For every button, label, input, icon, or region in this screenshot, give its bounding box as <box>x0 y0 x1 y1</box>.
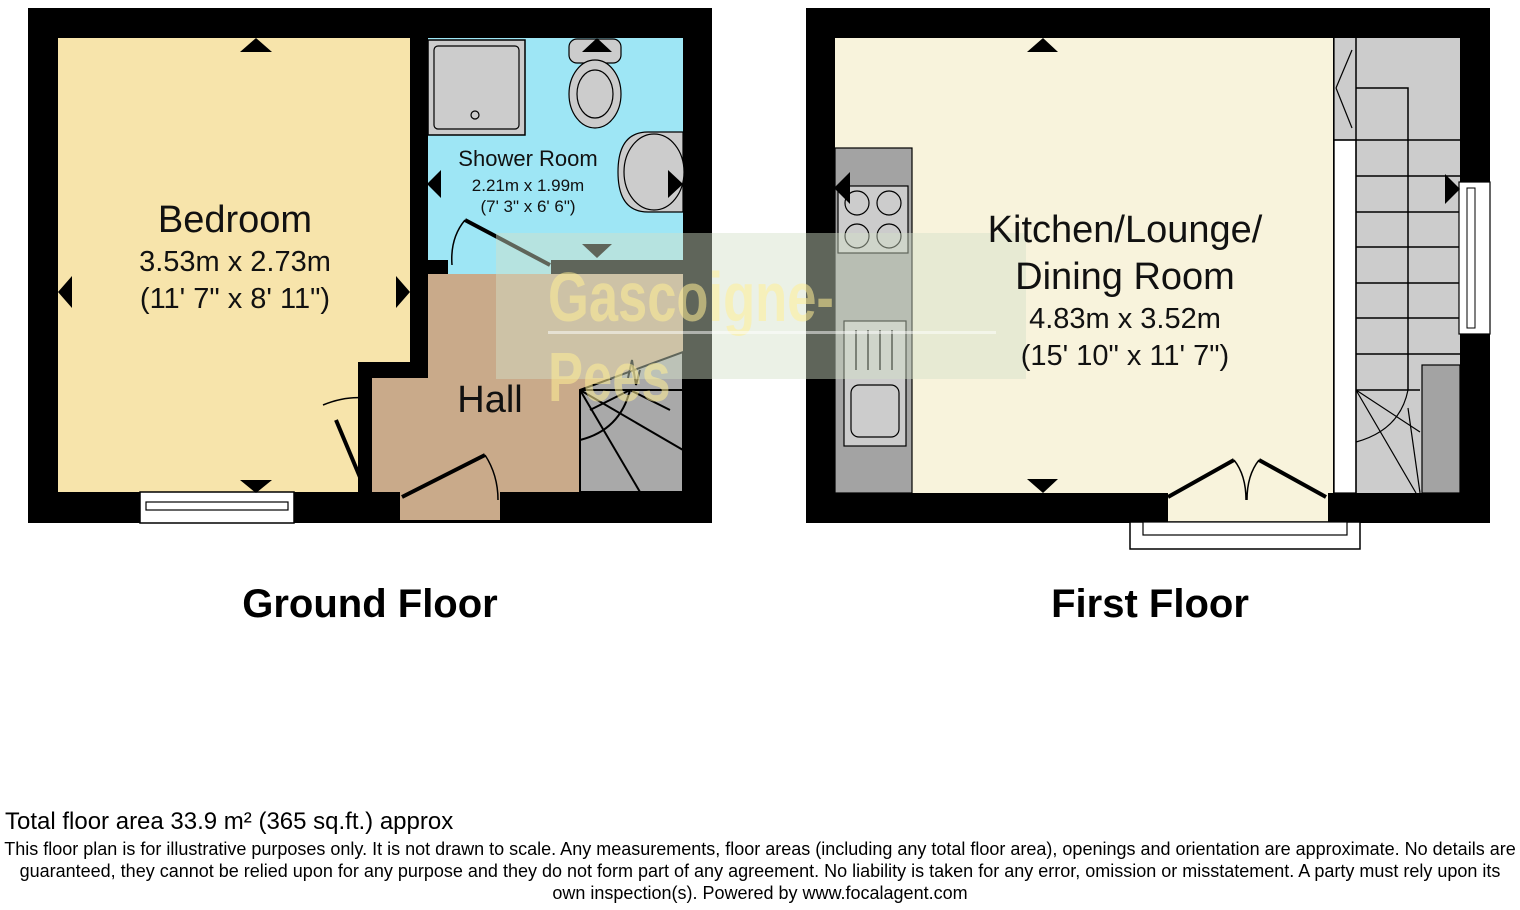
ground-floor-plan <box>28 8 712 524</box>
kitchen-lounge-label-line2: Dining Room <box>1015 256 1235 298</box>
french-doors <box>1129 458 1361 550</box>
floor-plan-drawing <box>28 8 1491 550</box>
hall-entrance-door <box>401 453 499 501</box>
basin <box>617 131 685 213</box>
kitchen-lounge-dim-metric: 4.83m x 3.52m <box>1029 303 1221 335</box>
hall-stairs <box>579 350 684 493</box>
kitchen-lounge-label-line1: Kitchen/Lounge/ <box>987 209 1263 251</box>
bedroom-window <box>139 491 295 524</box>
first-floor-side-window <box>1458 181 1491 335</box>
shower-room-dim-metric: 2.21m x 1.99m <box>471 176 585 195</box>
first-floor-plan <box>806 8 1491 550</box>
dimension-arrow-icons <box>58 38 683 493</box>
shower-room-dim-imperial: (7' 3" x 6' 6") <box>480 197 576 216</box>
kitchen-worktop <box>834 147 913 494</box>
bedroom-floor <box>58 38 410 492</box>
disclaimer-text: This floor plan is for illustrative purp… <box>4 839 1516 903</box>
dimension-arrow-icons <box>834 38 1460 493</box>
kitchen-lounge-dim-imperial: (15' 10" x 11' 7") <box>1020 340 1230 372</box>
first-floor-stairs <box>1333 38 1461 494</box>
kitchen-lounge-floor <box>835 38 1333 493</box>
bedroom-dim-metric: 3.53m x 2.73m <box>139 246 331 278</box>
agent-watermark: Gascoigne-Pees <box>496 233 1026 416</box>
bedroom-door <box>322 396 366 483</box>
watermark-underline <box>548 331 996 334</box>
shower-room-door <box>451 218 551 267</box>
shower-room-label: Shower Room <box>458 146 598 171</box>
toilet <box>568 38 622 129</box>
hall-label: Hall <box>457 379 523 421</box>
total-floor-area: Total floor area 33.9 m² (365 sq.ft.) ap… <box>5 808 454 835</box>
shower-tray <box>427 39 526 136</box>
watermark-text: Gascoigne-Pees <box>548 258 834 416</box>
ground-floor-title: Ground Floor <box>242 582 498 626</box>
bedroom-label: Bedroom <box>157 199 313 241</box>
bedroom-dim-imperial: (11' 7" x 8' 11") <box>139 283 331 315</box>
first-floor-title: First Floor <box>1051 582 1249 626</box>
